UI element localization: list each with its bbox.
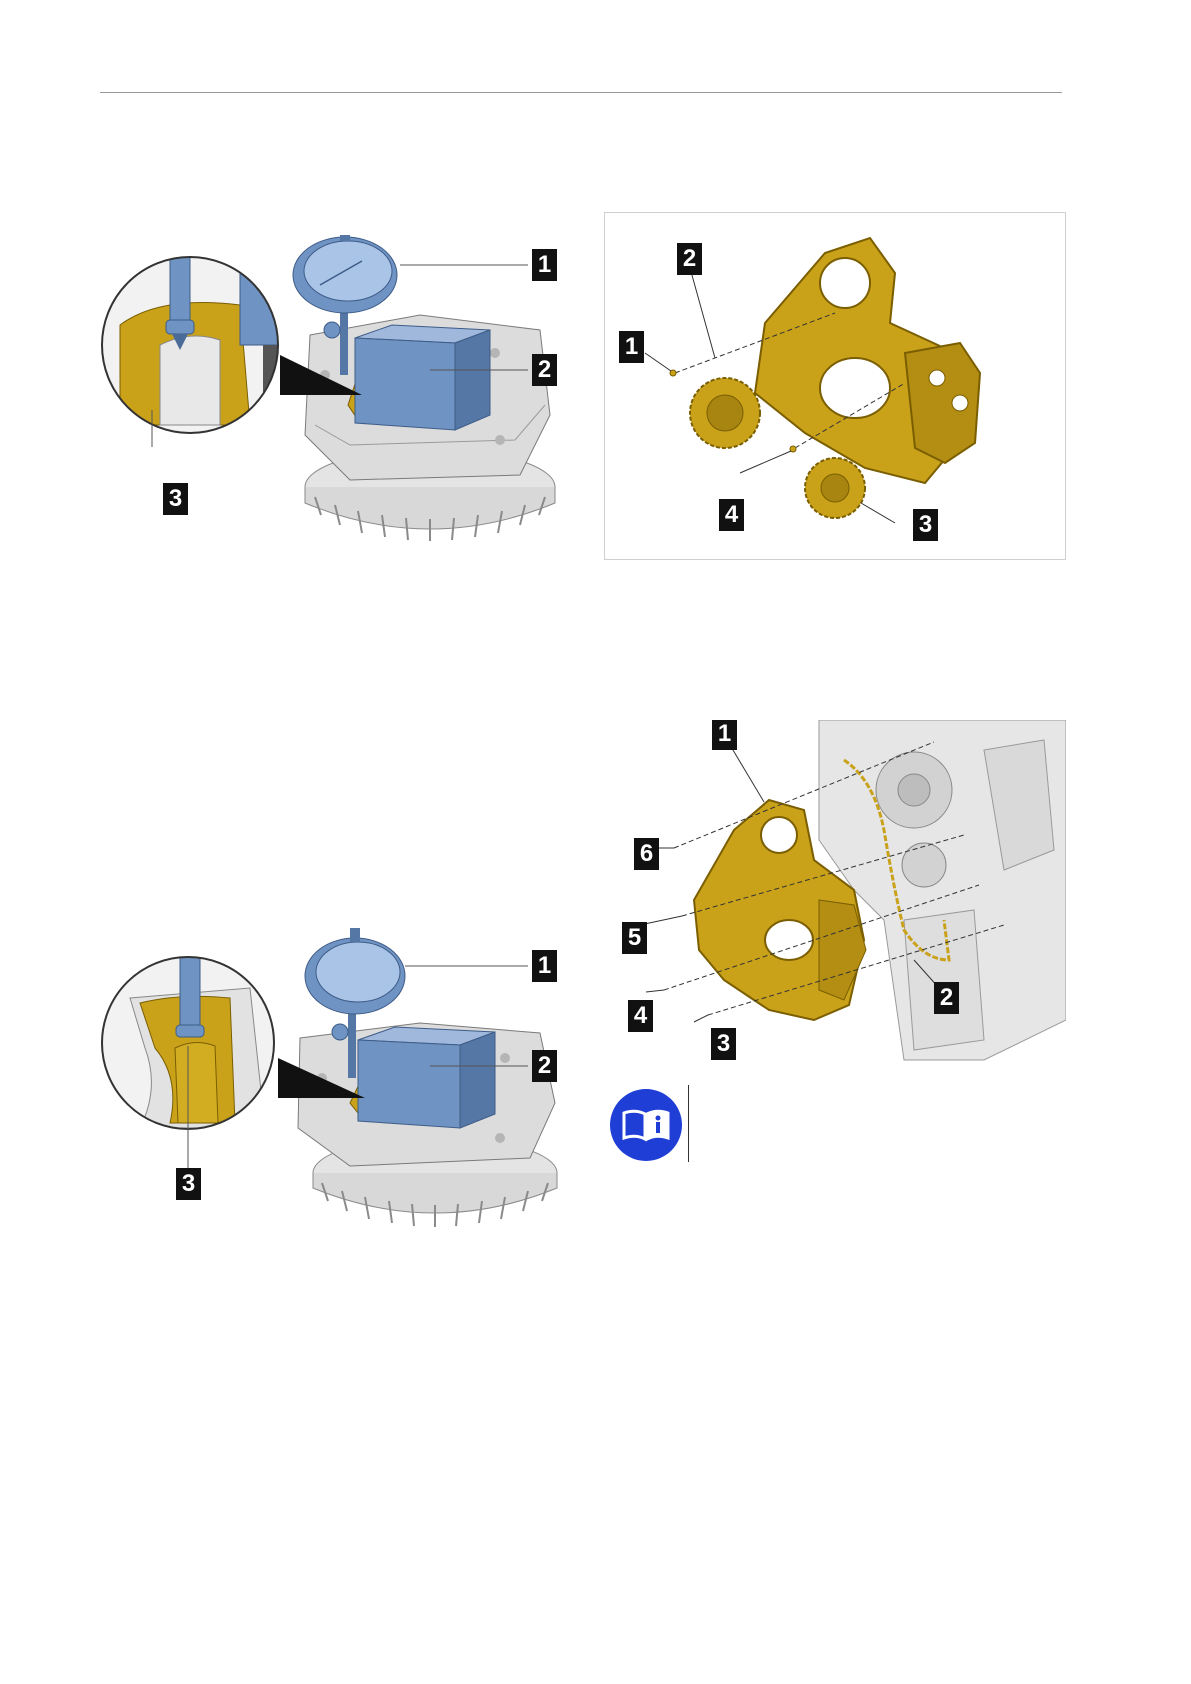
callout-1: 1 [619, 331, 644, 363]
magnetic-base [358, 1027, 495, 1128]
figure-dial-indicator-top: 1 2 3 [100, 235, 580, 555]
callout-4: 4 [628, 1000, 653, 1032]
book-info-icon [608, 1087, 684, 1163]
timing-case-illustration [605, 213, 1066, 560]
info-note-divider [688, 1085, 689, 1162]
figure-timing-case-exploded: 1 2 3 4 [604, 212, 1066, 560]
figure-timing-case-engine: 1 2 3 4 5 6 [604, 720, 1066, 1070]
callout-1: 1 [532, 950, 557, 982]
callout-2: 2 [934, 982, 959, 1014]
gear-left [690, 378, 760, 448]
callout-6: 6 [634, 838, 659, 870]
magnified-inset [100, 235, 285, 435]
callout-5: 5 [622, 922, 647, 954]
callout-3: 3 [913, 509, 938, 541]
header-rule [100, 92, 1062, 93]
magnified-inset [100, 928, 280, 1133]
callout-2: 2 [677, 243, 702, 275]
engine-block-illustration [604, 720, 1066, 1070]
callout-1: 1 [712, 720, 737, 750]
callout-2: 2 [532, 1050, 557, 1082]
callout-2: 2 [532, 354, 557, 386]
callout-4: 4 [719, 499, 744, 531]
magnetic-base [355, 325, 490, 430]
callout-3: 3 [711, 1028, 736, 1060]
figure-dial-indicator-bottom: 1 2 3 [100, 928, 580, 1238]
callout-3: 3 [163, 483, 188, 515]
callout-3: 3 [176, 1168, 201, 1200]
timing-case-cover [755, 238, 980, 483]
gear-bottom [805, 458, 865, 518]
callout-1: 1 [532, 249, 557, 281]
dial-indicator-illustration-2 [100, 928, 580, 1238]
